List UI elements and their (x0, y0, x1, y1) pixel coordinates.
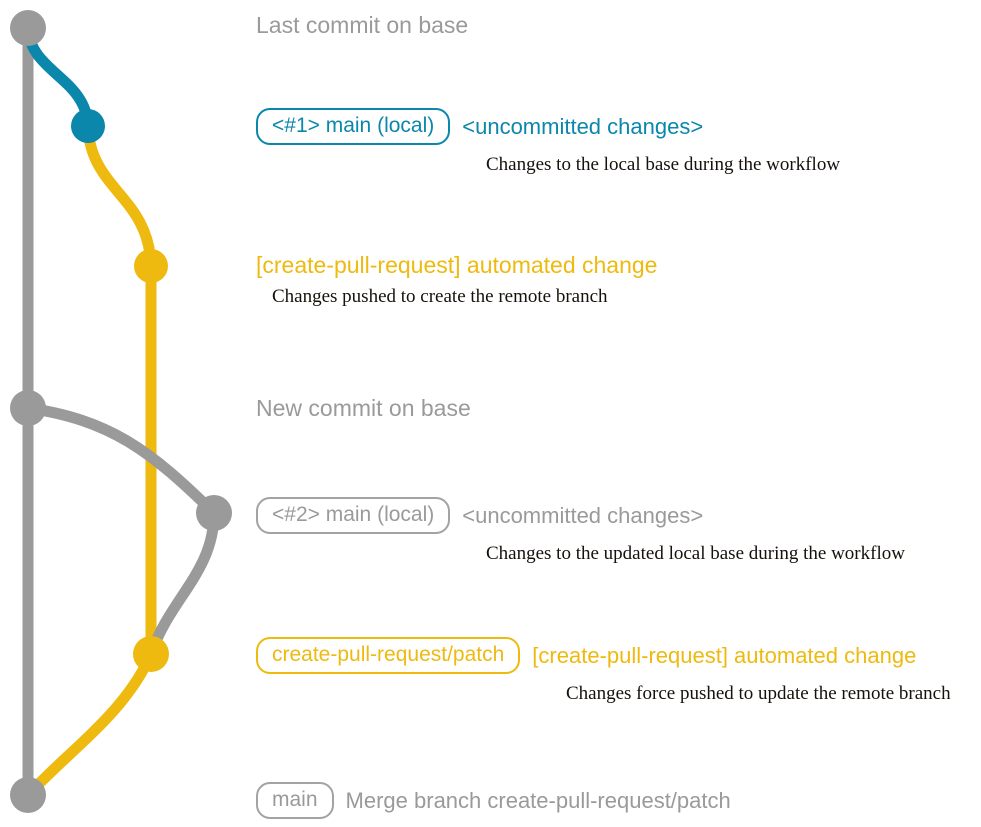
commit-headline: Last commit on base (256, 12, 469, 38)
commit-headline: [create-pull-request] automated change (256, 252, 658, 278)
commit-row-local-1: <#1> main (local) <uncommitted changes> … (256, 108, 981, 176)
commit-row-merge: main Merge branch create-pull-request/pa… (256, 782, 981, 819)
node-patch-2[interactable] (133, 636, 169, 672)
edge-local-1-to-patch-1 (82, 120, 157, 272)
node-base-last[interactable] (10, 10, 46, 46)
branch-badge-main[interactable]: main (256, 782, 334, 819)
commit-note: Changes to the local base during the wor… (486, 154, 841, 175)
branch-badge-create-pull-request-patch[interactable]: create-pull-request/patch (256, 637, 521, 674)
commit-row-last-commit-on-base: Last commit on base (256, 14, 981, 37)
commit-subject: [create-pull-request] automated change (532, 642, 917, 668)
commit-row-automated-change-2: create-pull-request/patch [create-pull-r… (256, 637, 981, 705)
edge-base-to-local-1 (22, 22, 94, 132)
commit-row-local-2: <#2> main (local) <uncommitted changes> … (256, 497, 981, 565)
commit-row-automated-change-1: [create-pull-request] automated change C… (256, 254, 981, 308)
node-local-2[interactable] (196, 495, 232, 531)
commit-note: Changes force pushed to update the remot… (566, 683, 951, 704)
commit-subject: <uncommitted changes> (462, 113, 704, 139)
branch-badge-main-local-2[interactable]: <#2> main (local) (256, 497, 451, 534)
edge-base-new-to-local-2 (22, 402, 220, 519)
commit-note: Changes to the updated local base during… (486, 543, 905, 564)
node-local-1[interactable] (71, 109, 105, 143)
commit-headline: New commit on base (256, 395, 471, 421)
commit-note: Changes pushed to create the remote bran… (272, 286, 608, 307)
node-patch-1[interactable] (134, 249, 168, 283)
edge-local-2-to-patch-2 (145, 507, 220, 660)
node-merge[interactable] (10, 777, 46, 813)
commit-subject: Merge branch create-pull-request/patch (345, 787, 731, 813)
branch-badge-main-local-1[interactable]: <#1> main (local) (256, 108, 451, 145)
commit-subject: <uncommitted changes> (462, 502, 704, 528)
commit-row-new-commit-on-base: New commit on base (256, 397, 981, 420)
edge-patch-2-to-merge (22, 648, 157, 801)
node-base-new[interactable] (10, 390, 46, 426)
